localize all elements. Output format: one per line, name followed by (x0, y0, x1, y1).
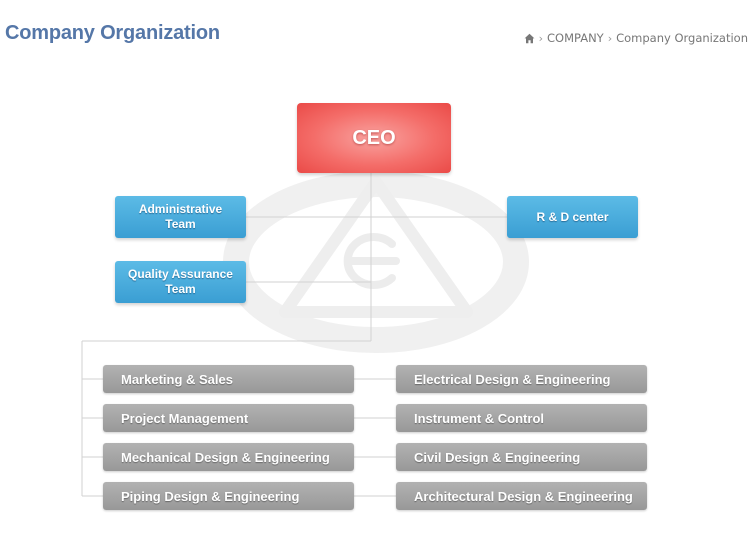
dept-instrument-control: Instrument & Control (396, 404, 647, 432)
ceo-node: CEO (297, 103, 451, 173)
dept-electrical-design: Electrical Design & Engineering (396, 365, 647, 393)
page-title: Company Organization (5, 22, 220, 44)
dept-project-management: Project Management (103, 404, 354, 432)
rnd-center-node: R & D center (507, 196, 638, 238)
chevron-right-icon: › (607, 31, 613, 45)
dept-mechanical-design: Mechanical Design & Engineering (103, 443, 354, 471)
breadcrumb: › COMPANY › Company Organization (524, 31, 748, 45)
dept-piping-design: Piping Design & Engineering (103, 482, 354, 510)
breadcrumb-item-organization[interactable]: Company Organization (616, 31, 748, 45)
breadcrumb-item-company[interactable]: COMPANY (547, 31, 604, 45)
chevron-right-icon: › (538, 31, 543, 45)
dept-marketing-sales: Marketing & Sales (103, 365, 354, 393)
dept-civil-design: Civil Design & Engineering (396, 443, 647, 471)
home-icon[interactable] (524, 33, 535, 44)
dept-architectural-design: Architectural Design & Engineering (396, 482, 647, 510)
